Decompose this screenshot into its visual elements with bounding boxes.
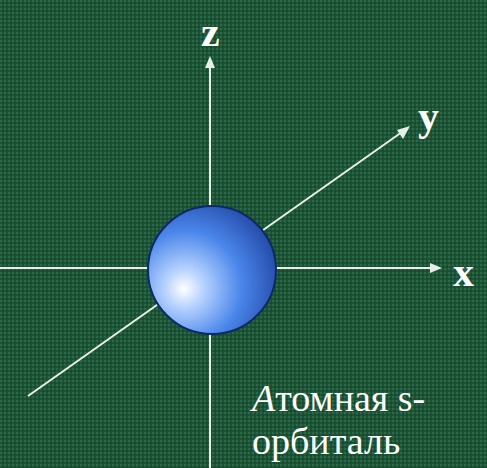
x-arrowhead [430,263,442,273]
y-axis [28,132,402,396]
axis-label: z [201,11,220,53]
caption: Атомная s-орбиталь [252,377,477,462]
z-arrowhead [205,56,215,68]
axis-label: x [453,251,474,293]
axis-label: y [418,95,439,137]
s-orbital-sphere [148,206,276,334]
y-arrowhead [397,126,410,139]
